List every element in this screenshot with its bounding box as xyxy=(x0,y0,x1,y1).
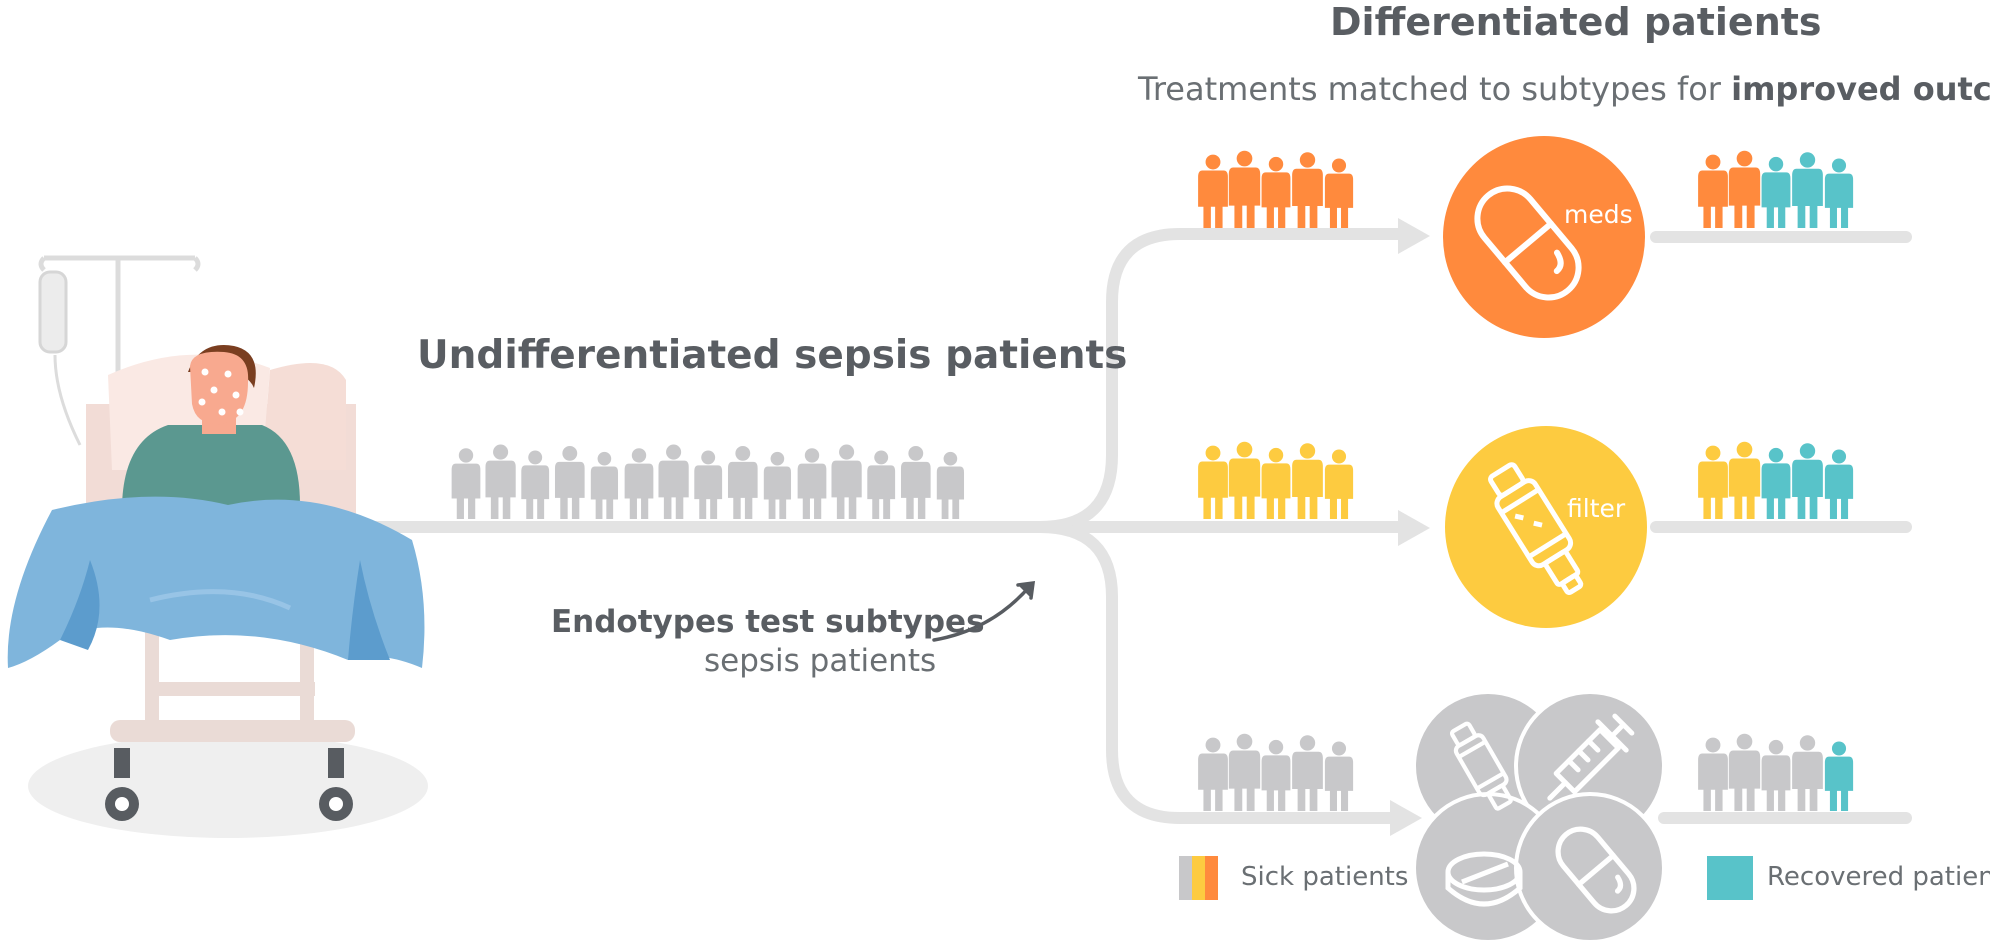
undifferentiated-patient xyxy=(658,444,689,519)
undifferentiated-patient xyxy=(451,448,481,519)
bed-frame xyxy=(110,630,355,742)
undifferentiated-patient xyxy=(521,450,550,519)
patient-torso xyxy=(122,425,300,505)
subtitle-prefix: Treatments matched to subtypes for xyxy=(1138,70,1721,108)
sick-patient-before xyxy=(1292,443,1323,519)
sick-patient-after xyxy=(1792,735,1823,811)
recovered-patient xyxy=(1792,152,1823,228)
filter-label: filter xyxy=(1567,494,1626,523)
sick-patient-before xyxy=(1261,156,1291,228)
branch-down-line xyxy=(1034,521,1396,824)
undifferentiated-patient xyxy=(763,451,792,519)
recovered-patient xyxy=(1761,156,1791,228)
undifferentiated-patient xyxy=(485,444,516,519)
recovered-patient xyxy=(1761,447,1791,519)
undifferentiated-patient xyxy=(590,451,619,519)
differentiated-subtitle: Treatments matched to subtypes for impro… xyxy=(1138,70,1990,108)
bed-wheels xyxy=(105,748,353,821)
syringe-icon xyxy=(1547,713,1635,801)
legend-recovered-swatch xyxy=(1707,856,1753,900)
sick-patient-after xyxy=(1698,737,1728,811)
undifferentiated-patient xyxy=(867,450,896,519)
arrowhead-filter xyxy=(1398,510,1430,546)
sick-patient-before xyxy=(1292,152,1323,228)
legend xyxy=(1179,856,1753,900)
sick-patient-after xyxy=(1698,154,1728,228)
flow-arrowheads xyxy=(1390,218,1430,836)
sick-patient-before xyxy=(1228,150,1261,228)
sick-patient-after xyxy=(1728,441,1761,519)
legend-sick-label: Sick patients xyxy=(1241,862,1409,892)
arrowhead-meds xyxy=(1398,218,1430,254)
sick-patient-after xyxy=(1698,445,1728,519)
recovered-patient xyxy=(1824,741,1854,811)
iv-stand xyxy=(38,255,201,446)
sick-patient-after xyxy=(1728,733,1761,811)
undifferentiated-patient xyxy=(694,450,723,519)
sick-patient-after xyxy=(1761,739,1791,811)
sick-patient-after xyxy=(1728,150,1761,228)
branch-up-line xyxy=(1034,228,1404,533)
sick-patient-before xyxy=(1228,733,1261,811)
sweat-drops xyxy=(198,368,244,416)
sick-patient-before xyxy=(1261,447,1291,519)
test-label-regular: sepsis patients xyxy=(704,643,937,679)
legend-recovered-label: Recovered patients xyxy=(1767,862,1990,892)
subtitle-emphasis: improved outcomes xyxy=(1731,70,1990,108)
undifferentiated-patient xyxy=(831,444,862,519)
sick-patient-before xyxy=(1198,737,1228,811)
test-label-bold: Endotypes test subtypes xyxy=(551,604,985,640)
undifferentiated-label: Undifferentiated sepsis patients xyxy=(417,333,1128,378)
undifferentiated-patient xyxy=(900,445,931,519)
legend-sick-swatch xyxy=(1179,856,1218,900)
patient-in-bed-illustration xyxy=(7,255,428,838)
undifferentiated-patient xyxy=(797,448,827,519)
capsule-icon xyxy=(1474,185,1582,301)
blanket xyxy=(7,496,425,668)
arrowhead-untargeted xyxy=(1390,800,1422,836)
capsule-icon xyxy=(1555,826,1637,914)
test-arrow xyxy=(932,580,1036,642)
untargeted-treatments xyxy=(1412,690,1666,943)
sick-patient-before xyxy=(1261,739,1291,811)
sick-patient-before xyxy=(1292,735,1323,811)
tablet-icon xyxy=(1445,851,1523,907)
sick-patient-before xyxy=(1324,158,1354,228)
filter-treatment xyxy=(1445,426,1647,628)
undifferentiated-patient xyxy=(727,445,758,519)
blood-filter-icon xyxy=(1449,721,1513,811)
sick-patient-before xyxy=(1198,154,1228,228)
blood-filter-icon xyxy=(1488,462,1584,595)
iv-bag xyxy=(38,270,68,354)
recovered-patient xyxy=(1792,443,1823,519)
flow-lines xyxy=(354,228,1912,824)
recovered-patient xyxy=(1824,158,1854,228)
sick-patient-before xyxy=(1324,741,1354,811)
undifferentiated-patient xyxy=(554,445,585,519)
meds-treatment xyxy=(1443,136,1645,338)
meds-label: meds xyxy=(1564,200,1633,229)
undifferentiated-patients xyxy=(451,444,965,519)
undifferentiated-patient xyxy=(936,451,965,519)
undifferentiated-patient xyxy=(624,448,654,519)
sick-patient-before xyxy=(1228,441,1261,519)
differentiated-title: Differentiated patients xyxy=(1330,0,1822,44)
sick-patient-before xyxy=(1324,449,1354,519)
sick-patient-before xyxy=(1198,445,1228,519)
recovered-patient xyxy=(1824,449,1854,519)
